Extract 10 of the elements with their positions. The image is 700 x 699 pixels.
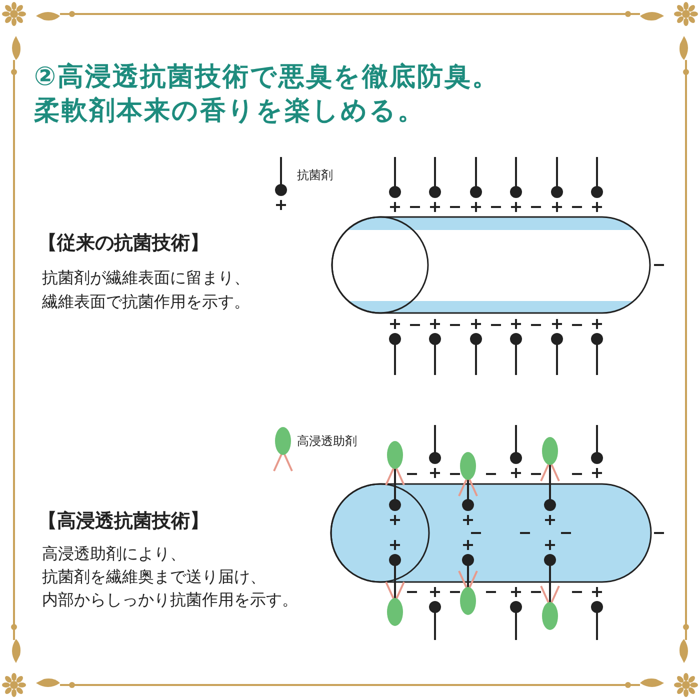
section-heading: 【高浸透抗菌技術】: [38, 509, 209, 534]
description-text: 高浸透助剤により、: [42, 544, 186, 565]
legend-label: 高浸透助剤: [297, 433, 357, 450]
description-text: 内部からしっかり抗菌作用を示す。: [42, 590, 298, 611]
section-heading: 【従来の抗菌技術】: [38, 231, 209, 256]
legend-label: 抗菌剤: [297, 167, 333, 184]
title: ②高浸透抗菌技術で悪臭を徹底防臭。柔軟剤本来の香りを楽しめる。: [34, 61, 501, 128]
description-text: 抗菌剤が繊維表面に留まり、: [42, 268, 250, 289]
description-text: 繊維表面で抗菌作用を示す。: [42, 292, 250, 313]
description-text: 抗菌剤を繊維奥まで送り届け、: [42, 567, 266, 588]
